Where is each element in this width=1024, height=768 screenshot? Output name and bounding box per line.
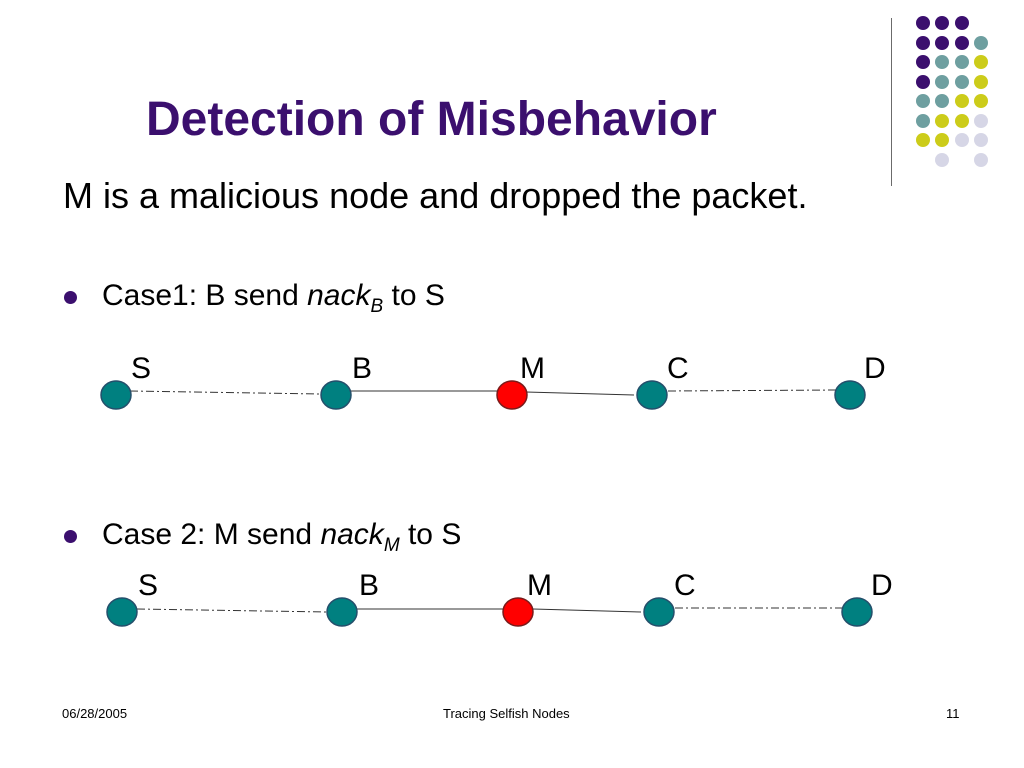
label-d: D	[871, 569, 893, 602]
decoration-dot	[935, 74, 949, 89]
node-s	[100, 380, 132, 410]
node-d	[834, 380, 866, 410]
label-m: M	[520, 352, 545, 385]
decoration-dot	[974, 74, 988, 89]
decoration-divider	[891, 18, 892, 186]
link-m-c	[532, 608, 642, 613]
node-m	[496, 380, 528, 410]
decoration-dot	[915, 133, 930, 147]
decoration-dot	[954, 74, 969, 89]
decoration-dot	[935, 113, 949, 128]
node-b	[320, 380, 352, 410]
case-1-text: Case1: B send nackB to S	[102, 279, 445, 316]
link-m-c	[525, 391, 635, 396]
decoration-dot	[954, 55, 969, 69]
label-b: B	[359, 569, 379, 602]
slide-subtitle: M is a malicious node and dropped the pa…	[63, 175, 808, 216]
node-d	[841, 597, 873, 627]
case-2-term: nack	[320, 518, 384, 551]
diagram-case-2: S B M C D	[106, 569, 893, 627]
bullet-icon	[64, 291, 77, 304]
decoration-dot	[915, 55, 930, 69]
label-d: D	[864, 352, 886, 385]
decoration-dot	[954, 16, 969, 30]
label-s: S	[138, 569, 158, 602]
decoration-dot	[974, 113, 988, 128]
label-s: S	[131, 352, 151, 385]
link-s-b	[129, 390, 321, 395]
decoration-dot	[954, 113, 969, 128]
node-c	[636, 380, 668, 410]
node-b	[326, 597, 358, 627]
case-1-prefix: Case1: B send	[102, 279, 308, 312]
footer-page-number: 11	[946, 706, 960, 721]
node-c	[643, 597, 675, 627]
link-s-b	[136, 608, 327, 613]
node-s	[106, 597, 138, 627]
decoration-dot	[974, 133, 988, 147]
decoration-dot	[935, 94, 949, 108]
case-1-suffix: to S	[383, 279, 445, 312]
footer-title: Tracing Selfish Nodes	[443, 706, 570, 721]
decoration-dot	[935, 16, 949, 30]
diagram-case-1: S B M C D	[100, 352, 886, 410]
decoration-dot	[915, 35, 930, 50]
decoration-dot	[935, 133, 949, 147]
label-c: C	[674, 569, 696, 602]
decoration-dot	[974, 55, 988, 69]
decoration-dot	[954, 94, 969, 108]
bullet-icon	[64, 530, 77, 543]
decoration-dot	[935, 55, 949, 69]
decoration-dot	[935, 152, 949, 167]
case-2-prefix: Case 2: M send	[102, 518, 321, 551]
label-m: M	[527, 569, 552, 602]
node-m	[502, 597, 534, 627]
decoration-dot	[974, 94, 988, 108]
case-2-subscript: M	[383, 535, 400, 556]
decoration-dot	[954, 35, 969, 50]
label-b: B	[352, 352, 372, 385]
decoration-dot	[974, 35, 988, 50]
slide-title: Detection of Misbehavior	[146, 93, 717, 146]
decoration-dot	[935, 35, 949, 50]
case-2-suffix: to S	[399, 518, 462, 551]
label-c: C	[667, 352, 689, 385]
case-1-term: nack	[307, 279, 371, 312]
decoration-dot	[915, 74, 930, 89]
decoration-dot	[915, 94, 930, 108]
decoration-dot	[915, 113, 930, 128]
decoration-dot	[974, 152, 988, 167]
case-2-text: Case 2: M send nackM to S	[102, 518, 462, 555]
decoration-dot	[915, 16, 930, 30]
decoration-dot	[954, 133, 969, 147]
case-1-subscript: B	[370, 296, 384, 317]
footer-date: 06/28/2005	[62, 706, 128, 721]
link-c-d	[667, 389, 837, 392]
